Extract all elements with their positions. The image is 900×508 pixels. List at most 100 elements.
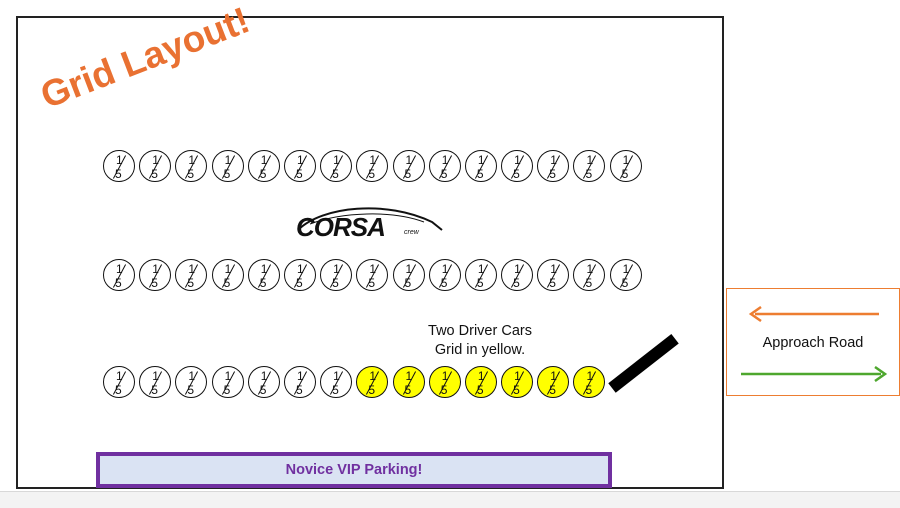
spot-label-bottom: 5 <box>513 383 520 397</box>
spot-label-bottom: 5 <box>259 167 267 181</box>
novice-vip-parking-box: Novice VIP Parking! <box>96 452 612 488</box>
spot-label-top: 1 <box>224 262 232 276</box>
spot-label-bottom: 5 <box>368 383 375 397</box>
spot-label-bottom: 5 <box>440 276 448 290</box>
spot-label-top: 1 <box>550 369 557 383</box>
two-driver-note: Two Driver Cars Grid in yellow. <box>380 322 580 360</box>
spot-label-bottom: 5 <box>585 167 593 181</box>
spot-label-top: 1 <box>260 262 268 276</box>
spot-label-bottom: 5 <box>368 167 375 181</box>
spot-label-bottom: 5 <box>259 383 267 397</box>
spot-label-bottom: 5 <box>513 167 520 181</box>
logo-main-text: CORSA <box>296 212 385 242</box>
spot-label-top: 1 <box>369 369 376 383</box>
spot-label-top: 1 <box>405 153 413 167</box>
spot-label-top: 1 <box>333 153 340 167</box>
spot-label-bottom: 5 <box>332 276 339 290</box>
spot-label-top: 1 <box>550 153 557 167</box>
spot-label-bottom: 5 <box>295 383 303 397</box>
spot-label-top: 1 <box>333 262 340 276</box>
spot-label-bottom: 5 <box>368 276 375 290</box>
spot-label-top: 1 <box>296 369 304 383</box>
bottom-scrollbar[interactable] <box>0 491 900 508</box>
spot-label-top: 1 <box>514 153 521 167</box>
spot-label-top: 1 <box>586 262 594 276</box>
spot-label-bottom: 5 <box>476 276 484 290</box>
spot-label-top: 1 <box>116 153 123 167</box>
spot-label-bottom: 5 <box>223 276 231 290</box>
spot-label-bottom: 5 <box>404 167 412 181</box>
spot-label-bottom: 5 <box>187 383 195 397</box>
spot-label-top: 1 <box>514 369 521 383</box>
spot-label-bottom: 5 <box>513 276 520 290</box>
spot-label-top: 1 <box>405 262 413 276</box>
spot-label-top: 1 <box>296 153 304 167</box>
spot-label-top: 1 <box>152 369 159 383</box>
spot-label-top: 1 <box>116 262 123 276</box>
spot-label-bottom: 5 <box>549 167 556 181</box>
spot-label-bottom: 5 <box>187 276 195 290</box>
spot-label-bottom: 5 <box>223 383 231 397</box>
spot-label-bottom: 5 <box>585 276 593 290</box>
grid-layout-frame <box>16 16 724 489</box>
spot-label-top: 1 <box>369 153 376 167</box>
spot-label-bottom: 5 <box>440 383 448 397</box>
spot-label-top: 1 <box>550 262 557 276</box>
spot-label-bottom: 5 <box>585 383 593 397</box>
spot-label-bottom: 5 <box>332 383 339 397</box>
spot-label-bottom: 5 <box>295 167 303 181</box>
spot-label-bottom: 5 <box>115 276 122 290</box>
spot-label-bottom: 5 <box>295 276 303 290</box>
spot-label-top: 1 <box>188 369 196 383</box>
spot-label-top: 1 <box>441 153 449 167</box>
arrow-left-icon <box>748 306 879 322</box>
spot-label-top: 1 <box>477 369 485 383</box>
approach-road-label: Approach Road <box>762 335 864 351</box>
spot-label-top: 1 <box>622 153 630 167</box>
spot-label-bottom: 5 <box>621 167 629 181</box>
spot-label-top: 1 <box>441 262 449 276</box>
spot-label-top: 1 <box>514 262 521 276</box>
spot-label-bottom: 5 <box>476 167 484 181</box>
spot-label-top: 1 <box>260 369 268 383</box>
spot-label-top: 1 <box>477 262 485 276</box>
approach-road-box: Approach Road <box>726 288 900 396</box>
spot-label-bottom: 5 <box>151 167 158 181</box>
novice-vip-parking-label: Novice VIP Parking! <box>285 462 423 478</box>
spot-label-bottom: 5 <box>440 167 448 181</box>
